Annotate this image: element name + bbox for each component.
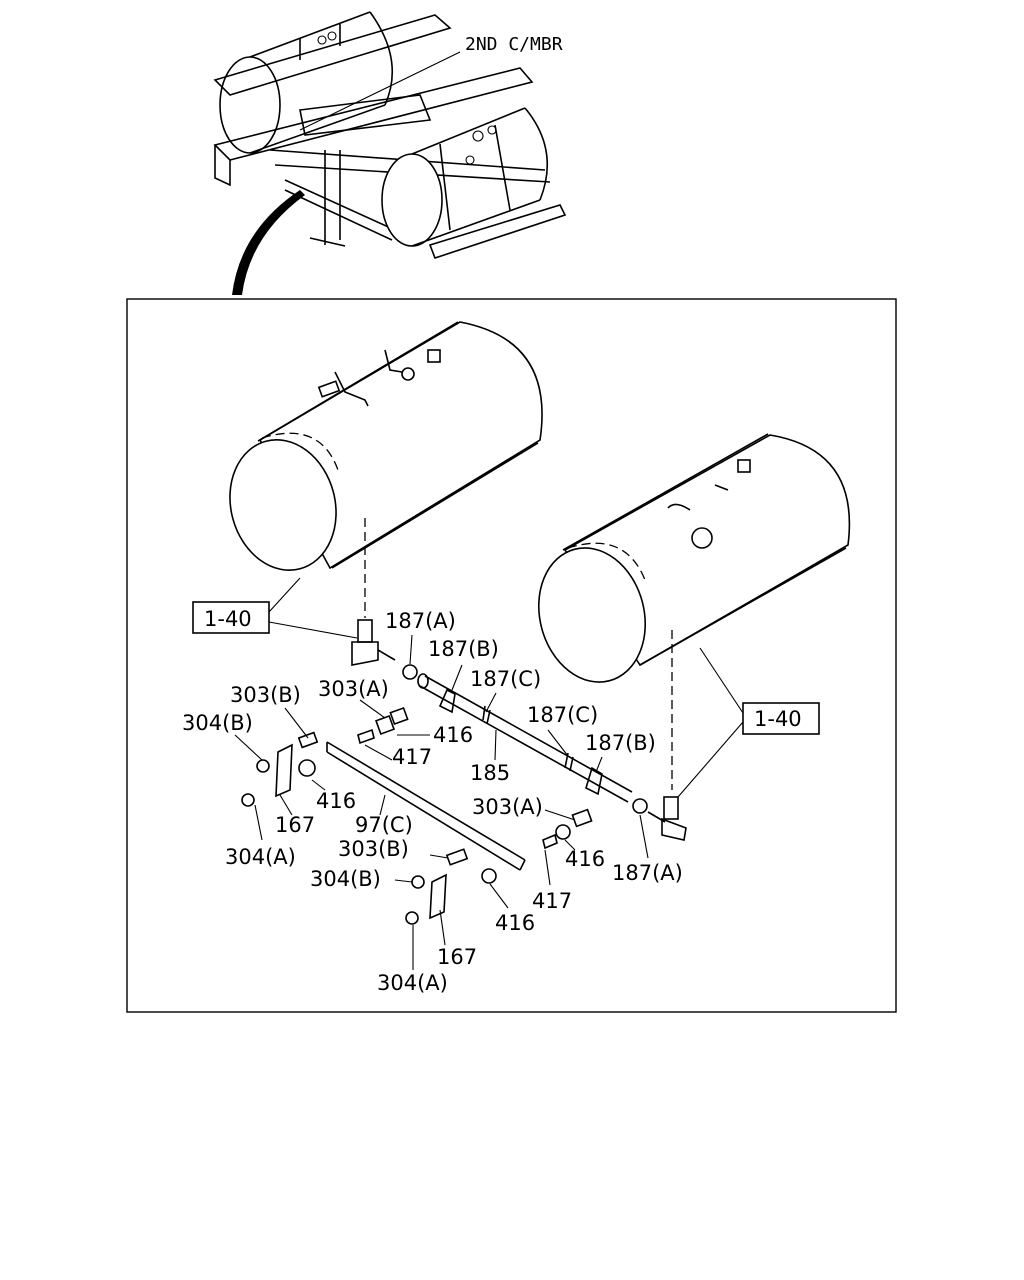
label-303b-mid: 303(B) [338,837,409,861]
label-417-a: 417 [392,745,432,769]
label-304a-bottom: 304(A) [377,971,448,995]
label-416-d: 416 [495,911,535,935]
ref-label-left: 1-40 [204,607,252,631]
label-304b-left: 304(B) [182,711,253,735]
ref-label-right: 1-40 [754,707,802,731]
cross-member-97c [326,741,526,871]
label-416-a: 416 [433,723,473,747]
left-tee-fitting [351,619,418,680]
label-187c-mid: 187(C) [527,703,598,727]
label-185: 185 [470,761,510,785]
label-97c: 97(C) [355,813,413,837]
detail-frame [126,298,897,1013]
chassis-overview-drawing: 2ND C/MBR [213,11,567,295]
label-187b-right: 187(B) [585,731,656,755]
right-tee-fitting [632,796,687,841]
label-303a-right: 303(A) [472,795,543,819]
left-bracket-167 [241,706,409,807]
label-187a-top: 187(A) [385,609,456,633]
label-303b-left: 303(B) [230,683,301,707]
label-187a-bottom: 187(A) [612,861,683,885]
right-lower-hardware [405,808,593,925]
label-416-c: 416 [565,847,605,871]
label-187b-top: 187(B) [428,637,499,661]
leader-lines [234,634,649,970]
label-303a-left: 303(A) [318,677,389,701]
label-416-b: 416 [316,789,356,813]
second-cross-member-label: 2ND C/MBR [465,34,563,55]
label-167-a: 167 [275,813,315,837]
left-fuel-tank [229,321,543,571]
label-417-b: 417 [532,889,572,913]
ref-box-left: 1-40 [192,577,358,639]
label-167-b: 167 [437,945,477,969]
ref-box-right: 1-40 [677,647,820,798]
fuel-pipe-185 [417,673,633,803]
label-304a-left: 304(A) [225,845,296,869]
label-187c-top: 187(C) [470,667,541,691]
right-fuel-tank [537,433,851,683]
label-304b-mid: 304(B) [310,867,381,891]
